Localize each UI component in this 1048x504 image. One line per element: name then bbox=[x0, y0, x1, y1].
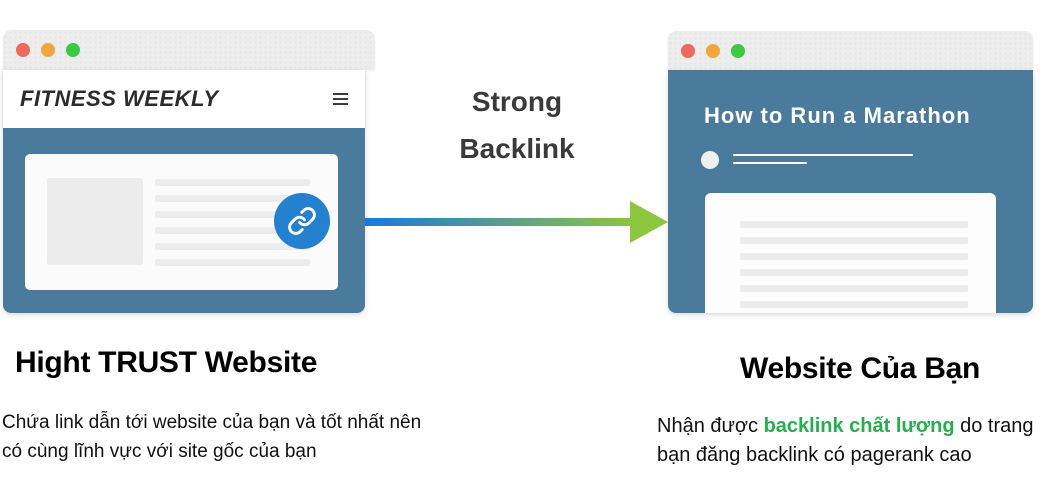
site-body bbox=[3, 128, 365, 313]
connector-label: Strong Backlink bbox=[402, 78, 632, 172]
arrow-head bbox=[630, 201, 668, 243]
author-meta-placeholder bbox=[733, 162, 807, 164]
connector-label-line1: Strong bbox=[471, 86, 563, 117]
text-line-placeholder bbox=[740, 269, 968, 276]
source-caption-description: Chứa link dẫn tới website của bạn và tốt… bbox=[2, 412, 422, 462]
target-caption-heading: Website Của Bạn bbox=[740, 352, 980, 385]
high-trust-browser-window: FITNESS WEEKLY bbox=[3, 30, 375, 313]
text-placeholder-lines bbox=[740, 221, 968, 313]
close-window-icon[interactable] bbox=[681, 43, 695, 58]
text-line-placeholder bbox=[740, 221, 968, 228]
text-line-placeholder bbox=[155, 195, 310, 202]
minimize-window-icon[interactable] bbox=[706, 43, 720, 58]
site-header: FITNESS WEEKLY bbox=[3, 70, 365, 128]
hamburger-menu-icon[interactable] bbox=[333, 91, 348, 107]
article-title: How to Run a Marathon bbox=[704, 103, 971, 128]
text-placeholder-lines bbox=[155, 179, 310, 275]
minimize-window-icon[interactable] bbox=[41, 43, 55, 57]
right-window-titlebar bbox=[668, 31, 1033, 70]
backlink-anchor-button[interactable] bbox=[274, 193, 330, 249]
maximize-window-icon[interactable] bbox=[66, 43, 80, 57]
link-chain-icon bbox=[288, 207, 316, 235]
text-line-placeholder bbox=[155, 259, 310, 266]
arrow-shaft bbox=[365, 218, 635, 226]
target-caption-description: Nhận được backlink chất lượng do trang b… bbox=[657, 412, 1048, 470]
text-line-placeholder bbox=[740, 285, 968, 292]
description-suffix: do trang bạn đăng backlink có pagerank c… bbox=[657, 415, 1034, 466]
text-line-placeholder bbox=[740, 253, 968, 260]
target-article-card bbox=[705, 193, 996, 313]
close-window-icon[interactable] bbox=[16, 43, 30, 57]
image-placeholder bbox=[47, 178, 143, 265]
backlink-arrow bbox=[365, 201, 668, 243]
maximize-window-icon[interactable] bbox=[731, 43, 745, 58]
description-prefix: Nhận được bbox=[657, 415, 764, 437]
text-line-placeholder bbox=[740, 237, 968, 244]
text-line-placeholder bbox=[740, 301, 968, 308]
description-highlight: backlink chất lượng bbox=[763, 415, 955, 437]
text-line-placeholder bbox=[155, 243, 310, 250]
source-article-card bbox=[25, 154, 338, 290]
site-logo: FITNESS WEEKLY bbox=[20, 86, 219, 111]
source-caption-heading: Hight TRUST Website bbox=[15, 346, 318, 379]
your-website-browser-window: How to Run a Marathon bbox=[668, 31, 1033, 313]
author-name-placeholder bbox=[733, 154, 913, 156]
left-window-content: FITNESS WEEKLY bbox=[3, 70, 365, 313]
author-avatar bbox=[701, 151, 719, 169]
text-line-placeholder bbox=[155, 211, 310, 218]
text-line-placeholder bbox=[155, 179, 310, 186]
left-window-titlebar bbox=[3, 30, 375, 70]
text-line-placeholder bbox=[155, 227, 310, 234]
right-window-content: How to Run a Marathon bbox=[668, 70, 1033, 313]
connector-label-line2: Backlink bbox=[459, 133, 575, 164]
